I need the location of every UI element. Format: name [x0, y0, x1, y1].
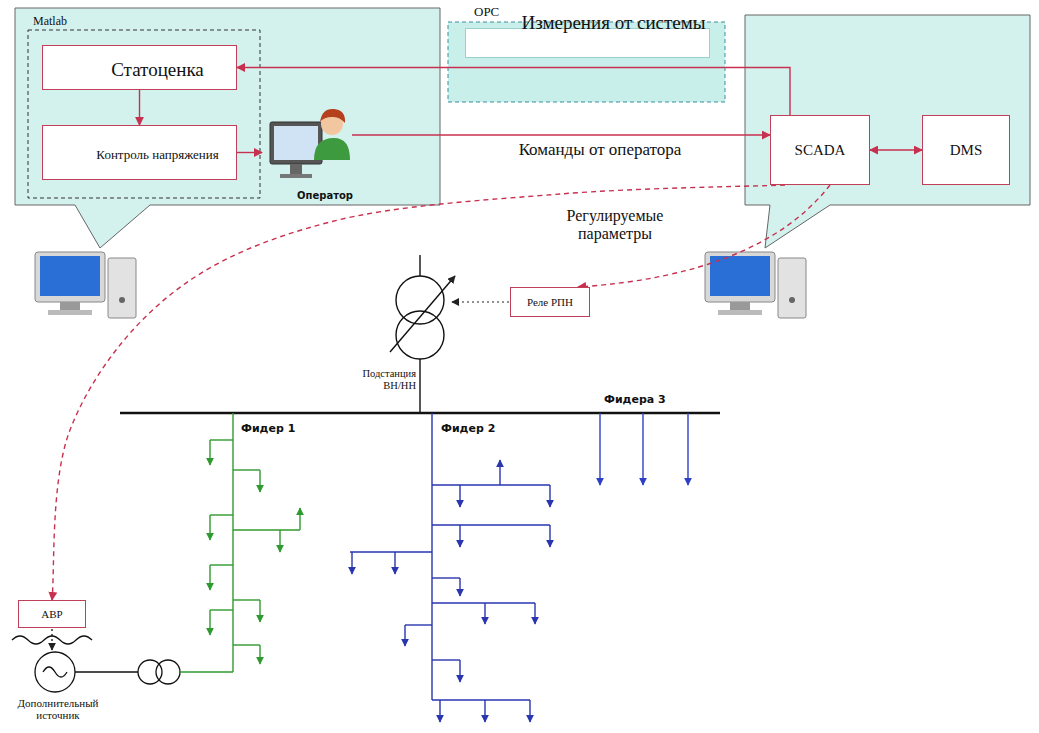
feeder-line — [432, 659, 460, 660]
node-text: Контроль напряжения — [96, 148, 218, 162]
feeder-line — [459, 525, 460, 547]
matlab-panel: MatlabСтатоценкаКонтроль напряженияОпера… — [15, 8, 440, 205]
feeders — [210, 413, 688, 722]
scada-box: SCADA — [770, 115, 870, 185]
node-text: Matlab — [33, 15, 67, 28]
process-box: Статоценка — [42, 45, 237, 90]
feeder-line — [350, 551, 432, 552]
connector — [139, 90, 140, 125]
feeder-line — [534, 603, 535, 624]
feeder-line — [432, 699, 530, 700]
opc-area: OPCИзмерения от системы — [448, 22, 725, 102]
feeder-line — [210, 564, 233, 565]
operator-icon: Оператор — [262, 100, 352, 200]
feeder-line — [299, 508, 300, 530]
node-text: Измерения от системы — [521, 13, 705, 34]
feeder-line — [405, 624, 432, 625]
feeder-line — [484, 700, 485, 722]
feeder-line — [432, 602, 535, 603]
node-text: АВР — [41, 608, 62, 620]
feeder-line — [233, 469, 260, 470]
node-text: OPC — [474, 5, 499, 19]
feeder-line — [394, 552, 395, 574]
feeder-line — [459, 485, 460, 507]
connector — [352, 134, 770, 135]
measurement-box: Измерения от системы — [465, 28, 710, 58]
feeder-line — [459, 660, 460, 682]
feeder-line — [459, 578, 460, 596]
ats-box: АВР — [18, 600, 86, 628]
parameters-label: Регулируемые параметры — [540, 207, 690, 242]
feeder-line — [259, 600, 260, 622]
node-text: Статоценка — [111, 60, 204, 81]
feeder-line — [432, 484, 550, 485]
dms-box: DMS — [922, 115, 1010, 185]
process-box: Контроль напряжения — [42, 125, 237, 180]
edge-label: Команды от оператора — [517, 141, 684, 160]
opc-area — [448, 22, 725, 102]
feeder-line — [439, 700, 440, 722]
feeder-line — [549, 485, 550, 507]
feeder-line — [210, 609, 233, 610]
connector — [237, 152, 262, 153]
feeder-line — [431, 413, 432, 700]
feeder-label: Фидера 3 — [604, 394, 674, 406]
feeder-line — [233, 529, 300, 530]
feeder-line — [432, 524, 550, 525]
node-text: SCADA — [795, 142, 846, 159]
feeder-line — [599, 413, 600, 485]
connector — [52, 185, 785, 600]
computer-right — [705, 252, 806, 318]
node-text: Реле РПН — [527, 296, 573, 308]
feeder-line — [210, 439, 233, 440]
feeder-line — [209, 565, 210, 590]
feeder-line — [209, 515, 210, 540]
feeder-line — [259, 470, 260, 492]
source-label: Дополнительный источник — [2, 697, 114, 721]
feeder-line — [259, 645, 260, 664]
relay-box: Реле РПН — [510, 287, 590, 317]
operator-figure — [262, 100, 352, 200]
feeder-line — [351, 552, 352, 574]
computer-left — [35, 252, 136, 318]
feeder-line — [209, 440, 210, 465]
feeder-line — [210, 514, 233, 515]
connector — [237, 68, 790, 116]
feeder-line — [233, 599, 260, 600]
feeder-line — [279, 530, 280, 552]
matlab-dashed-frame — [28, 30, 260, 198]
feeder-line — [549, 525, 550, 547]
additional-source — [12, 629, 233, 692]
feeder-line — [233, 644, 260, 645]
feeder-line — [404, 625, 405, 646]
feeder-line — [232, 413, 233, 672]
feeder-line — [687, 413, 688, 485]
feeder-line — [529, 700, 530, 722]
busbar — [120, 412, 720, 415]
node-text: Оператор — [297, 190, 353, 203]
feeder-line — [209, 610, 210, 635]
relay-control-arrow — [452, 302, 509, 303]
feeder-label: Фидер 2 — [441, 423, 501, 435]
connector — [870, 149, 922, 150]
feeder-line — [484, 603, 485, 624]
feeder-line — [432, 577, 460, 578]
scada-panel-shape — [745, 15, 1030, 248]
feeder-line — [642, 413, 643, 485]
feeder-label: Фидер 1 — [241, 423, 301, 435]
feeder-line — [499, 460, 500, 485]
substation-label: Подстанция ВН/НН — [350, 368, 416, 391]
node-text: DMS — [950, 142, 983, 159]
